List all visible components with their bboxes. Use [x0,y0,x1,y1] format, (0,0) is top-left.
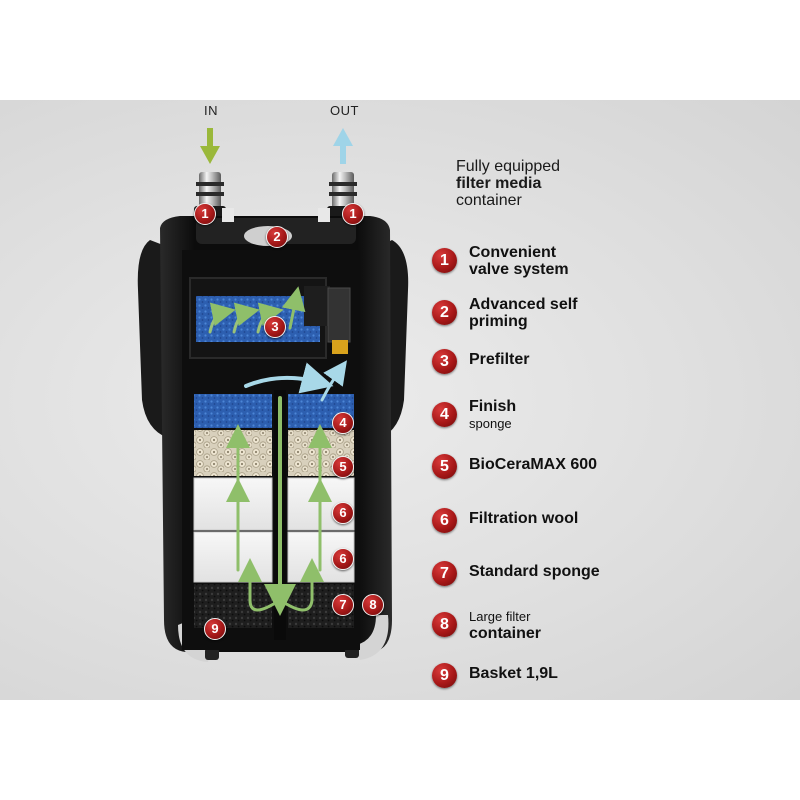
callout-badge-7: 7 [332,594,354,616]
in-arrow [200,128,220,164]
callout-badge-1-out: 1 [342,203,364,225]
legend-subtitle: valve system [469,261,569,278]
legend-title: Convenient [469,244,557,261]
legend-title: BioCeraMAX 600 [469,456,598,473]
in-label: IN [204,103,218,118]
legend-number-badge: 9 [432,663,457,688]
callout-badge-6a: 6 [332,502,354,524]
legend-title: Standard sponge [469,563,600,580]
out-arrow [333,128,353,164]
callout-badge-6b: 6 [332,548,354,570]
legend-number-badge: 2 [432,300,457,325]
legend-subtitle: priming [469,313,528,330]
filter-cutaway-illustration [137,128,409,662]
legend-title: Basket 1,9L [469,665,558,682]
legend-subtitle: sponge [469,416,512,431]
legend-title: Prefilter [469,351,530,368]
legend-number-badge: 6 [432,508,457,533]
feature-heading: Fully equipped filter media container [456,158,560,209]
legend-title: Advanced self [469,296,578,313]
legend-subtitle: container [469,625,542,642]
flow-arrows [208,286,347,616]
legend-title: Finish [469,398,517,415]
legend-number-badge: 5 [432,454,457,479]
callout-badge-4: 4 [332,412,354,434]
callout-badge-5: 5 [332,456,354,478]
heading-line-2: filter media [456,175,542,192]
heading-line-1: Fully equipped [456,158,561,175]
legend-title: Filtration wool [469,510,579,527]
legend-number-badge: 4 [432,402,457,427]
heading-line-3: container [456,192,522,209]
diagram-stage: IN OUT 1 1 2 3 4 5 6 6 7 8 9 Fully equip… [0,100,800,700]
out-label: OUT [330,103,359,118]
callout-badge-8: 8 [362,594,384,616]
callout-badge-2: 2 [266,226,288,248]
legend-number-badge: 1 [432,248,457,273]
callout-badge-3: 3 [264,316,286,338]
legend-title: Large filter [469,609,531,624]
callout-badge-1-in: 1 [194,203,216,225]
legend-number-badge: 8 [432,612,457,637]
legend-number-badge: 7 [432,561,457,586]
callout-badge-9: 9 [204,618,226,640]
legend-number-badge: 3 [432,349,457,374]
